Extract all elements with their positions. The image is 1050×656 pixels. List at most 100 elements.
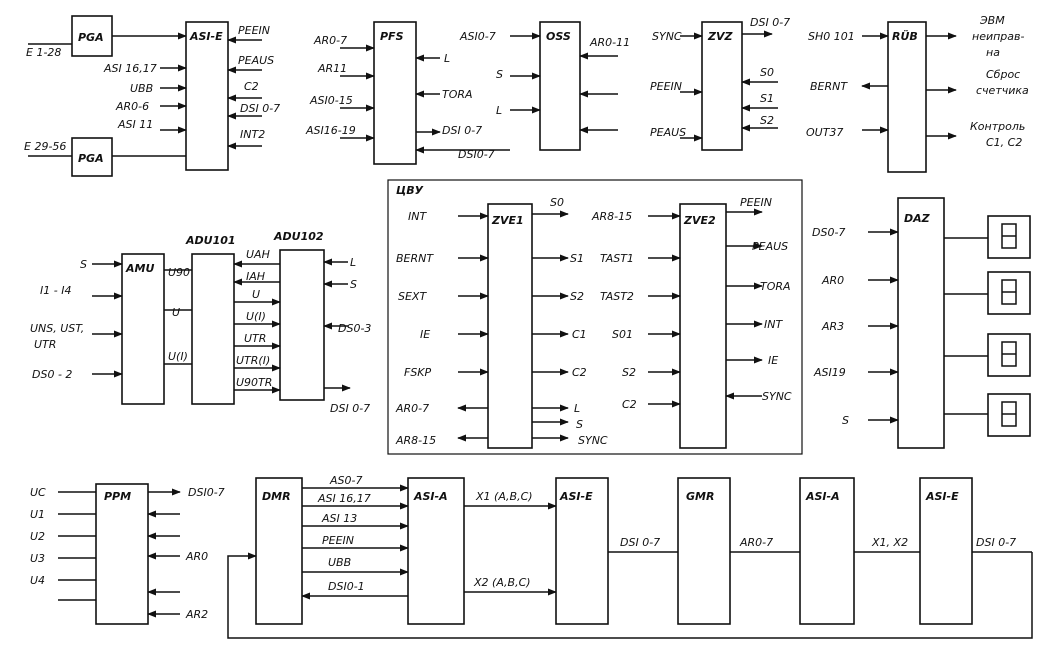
amu-o-label-3: U(I) (168, 350, 188, 363)
zvz-title: ZVZ (707, 30, 733, 43)
pfs-in-label-1: AR0-7 (313, 34, 347, 47)
zve1-r-label-3: S2 (570, 290, 584, 303)
zve2-r-label-4: INT (764, 318, 783, 331)
rub-out-label-2a: Сброс (986, 68, 1020, 81)
oss-in-label-3: L (496, 104, 502, 117)
asie-in-label-1: ASI 16,17 (103, 62, 157, 75)
zve2-l-label-4: S01 (612, 328, 633, 341)
pga2-block (71, 137, 113, 177)
asie-out-label-5: INT2 (240, 128, 265, 141)
asia1-block (407, 477, 465, 625)
zve1-r-label-8: SYNC (578, 434, 608, 447)
asia2-block (799, 477, 855, 625)
pfs-r-label-3: DSI 0-7 (442, 124, 482, 137)
zve2-l-label-3: TAST2 (600, 290, 634, 303)
rub-out-label-1b: неиправ- (972, 30, 1025, 43)
pga1-title: PGA (78, 31, 104, 44)
dmr-sig-label-3: ASI 13 (321, 512, 357, 525)
asie-out-label-3: C2 (244, 80, 259, 93)
asie-in-label-4: ASI 11 (117, 118, 153, 131)
ppm-block (95, 483, 149, 625)
rub-out-label-1c: на (986, 46, 1000, 59)
zvz-out-label-1: DSI 0-7 (750, 16, 790, 29)
ppm-in-label-5: U4 (30, 574, 45, 587)
adu102-r-label-4: DSI 0-7 (330, 402, 370, 415)
zve2-r-label-5: IE (768, 354, 778, 367)
oss-in-label-1: ASI0-7 (459, 30, 496, 43)
zve1-l-label-5: FSKP (404, 366, 432, 379)
daz-in-label-1: DS0-7 (812, 226, 845, 239)
daz-title: DAZ (904, 212, 931, 225)
zve2-l-label-1: AR8-15 (591, 210, 632, 223)
zve1-l-label-6: AR0-7 (395, 402, 429, 415)
asie-top-title: ASI-E (189, 30, 223, 43)
asie-out-label-2: PEAUS (238, 54, 274, 67)
zve1-r-label-7: S (576, 418, 583, 431)
zve1-title: ZVE1 (491, 214, 524, 227)
asie-top-block (185, 21, 229, 171)
adu102-r-label-2: S (350, 278, 357, 291)
asie-in-label-2: UBB (130, 82, 153, 95)
zvz-out-label-4: S2 (760, 114, 774, 127)
zvz-block (701, 21, 743, 151)
asie-out-label-4: DSI 0-7 (240, 102, 280, 115)
dmr-block (255, 477, 303, 625)
amu-o-label-2: U (172, 306, 180, 319)
adu-mid-label-5: UTR (244, 332, 266, 345)
rub-title: RÜB (892, 29, 918, 43)
adu101-title: ADU101 (185, 234, 236, 247)
ppm-in-label-2: U1 (30, 508, 45, 521)
asie-in-label-3: AR0-6 (115, 100, 149, 113)
asia2-title: ASI-A (805, 490, 840, 503)
zve2-l-label-5: S2 (622, 366, 636, 379)
ppm-in-label-4: U3 (30, 552, 45, 565)
zve1-r-label-2: S1 (570, 252, 584, 265)
adu101-block (191, 253, 235, 405)
adu102-r-label-3: DS0-3 (338, 322, 371, 335)
amu-in-label-2: I1 - I4 (40, 284, 71, 297)
daz-block (897, 197, 945, 449)
amu-o-label-1: U90 (168, 266, 190, 279)
asie2-out-label: DSI 0-7 (620, 536, 660, 549)
amu-in-label-1: S (80, 258, 87, 271)
gmr-out-label: AR0-7 (739, 536, 773, 549)
zvz-out-label-2: S0 (760, 66, 774, 79)
pfs-r-label-2: TORA (442, 88, 473, 101)
zvz-in-label-2: PEEIN (650, 80, 682, 93)
ppm-out-label-1: DSI0-7 (188, 486, 225, 499)
zve2-r-label-6: SYNC (762, 390, 792, 403)
cvu-title: ЦВУ (396, 184, 424, 197)
asia1-out-label-1: X1 (A,B,C) (475, 490, 533, 503)
seven-seg-display-4 (944, 393, 1031, 437)
adu102-title: ADU102 (273, 230, 324, 243)
oss-block (539, 21, 581, 151)
daz-in-label-4: ASI19 (813, 366, 846, 379)
daz-in-label-3: AR3 (821, 320, 844, 333)
pga2-title: PGA (78, 152, 104, 165)
zve1-l-label-4: IE (420, 328, 430, 341)
pfs-title: PFS (380, 30, 404, 43)
zve1-l-label-1: INT (408, 210, 427, 223)
zve2-l-label-6: C2 (622, 398, 637, 411)
dmr-sig-label-4: PEEIN (322, 534, 354, 547)
dmr-title: DMR (262, 490, 291, 503)
rub-block (887, 21, 927, 173)
seven-seg-display-3 (944, 333, 1031, 377)
zvz-in-label-3: PEAUS (650, 126, 686, 139)
asie3-out-label: DSI 0-7 (976, 536, 1016, 549)
seven-seg-display-2 (944, 271, 1031, 315)
adu-mid-label-7: U90TR (236, 376, 272, 389)
adu102-block (279, 249, 325, 401)
adu-mid-label-6: UTR(I) (236, 354, 270, 367)
adu102-r-label-1: L (350, 256, 356, 269)
dmr-sig-label-1: AS0-7 (329, 474, 362, 487)
dmr-sig-label-2: ASI 16,17 (317, 492, 371, 505)
ppm-title: PPM (104, 490, 131, 503)
rub-in-label-3: OUT37 (806, 126, 843, 139)
zve1-r-label-4: C1 (572, 328, 587, 341)
seven-seg-display-1 (944, 215, 1031, 259)
amu-in-label-3b: UTR (34, 338, 56, 351)
pga1-block (71, 15, 113, 57)
oss-title: OSS (546, 30, 571, 43)
